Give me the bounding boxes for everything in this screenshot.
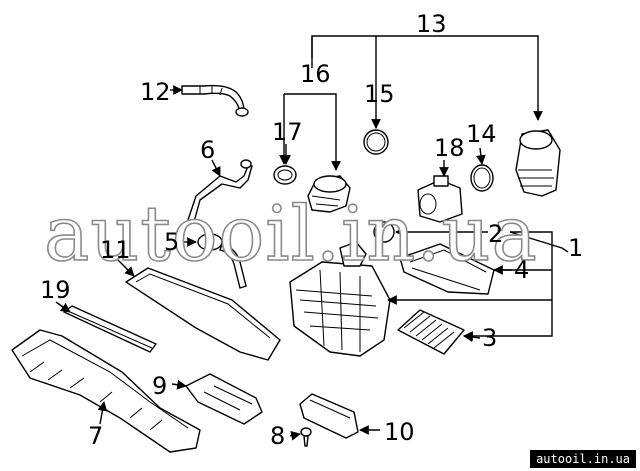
- callout-9: 9: [152, 372, 167, 400]
- callout-18: 18: [434, 134, 465, 162]
- callout-15: 15: [364, 80, 395, 108]
- callout-5: 5: [164, 228, 179, 256]
- leader-lines: [55, 35, 569, 441]
- part-4-air-box-lid: [399, 243, 495, 295]
- part-5-pipe: [197, 233, 247, 289]
- part-8-screw: [300, 427, 312, 447]
- part-11-cover-strip: [125, 267, 281, 361]
- part-10-intake-duct: [299, 393, 359, 439]
- callout-7: 7: [88, 422, 103, 450]
- callout-2: 2: [488, 220, 503, 248]
- callout-1: 1: [568, 234, 583, 262]
- part-15-clamp: [363, 129, 389, 155]
- callout-8: 8: [270, 422, 285, 450]
- callout-12: 12: [140, 78, 171, 106]
- part-1-seal-ring: [373, 221, 395, 243]
- callouts: 13 16 15 12 17 18 14 6 5 11 1 2 4 19 3 9…: [40, 10, 583, 450]
- site-badge: autooil.in.ua: [530, 450, 636, 468]
- watermark-text: autooil.in.ua: [44, 189, 538, 278]
- part-9-bracket: [185, 373, 263, 425]
- part-13-intake-boot: [515, 129, 561, 197]
- part-12-breather-hose: [181, 84, 249, 117]
- part-14-clamp: [470, 164, 494, 192]
- callout-14: 14: [466, 120, 497, 148]
- callout-4: 4: [514, 256, 529, 284]
- part-18-mass-airflow-sensor: [417, 175, 463, 223]
- callout-13: 13: [416, 10, 447, 38]
- callout-19: 19: [40, 276, 71, 304]
- callout-17: 17: [272, 118, 303, 146]
- part-7-air-duct: [11, 329, 201, 453]
- part-17-seal-ring: [273, 165, 297, 185]
- part-air-filter-housing: [289, 241, 391, 357]
- callout-3: 3: [482, 324, 497, 352]
- part-3-air-filter-element: [397, 309, 465, 355]
- callout-10: 10: [384, 418, 415, 446]
- callout-11: 11: [100, 236, 131, 264]
- callout-16: 16: [300, 60, 331, 88]
- part-16-air-intake-tube: [307, 175, 351, 213]
- callout-6: 6: [200, 136, 215, 164]
